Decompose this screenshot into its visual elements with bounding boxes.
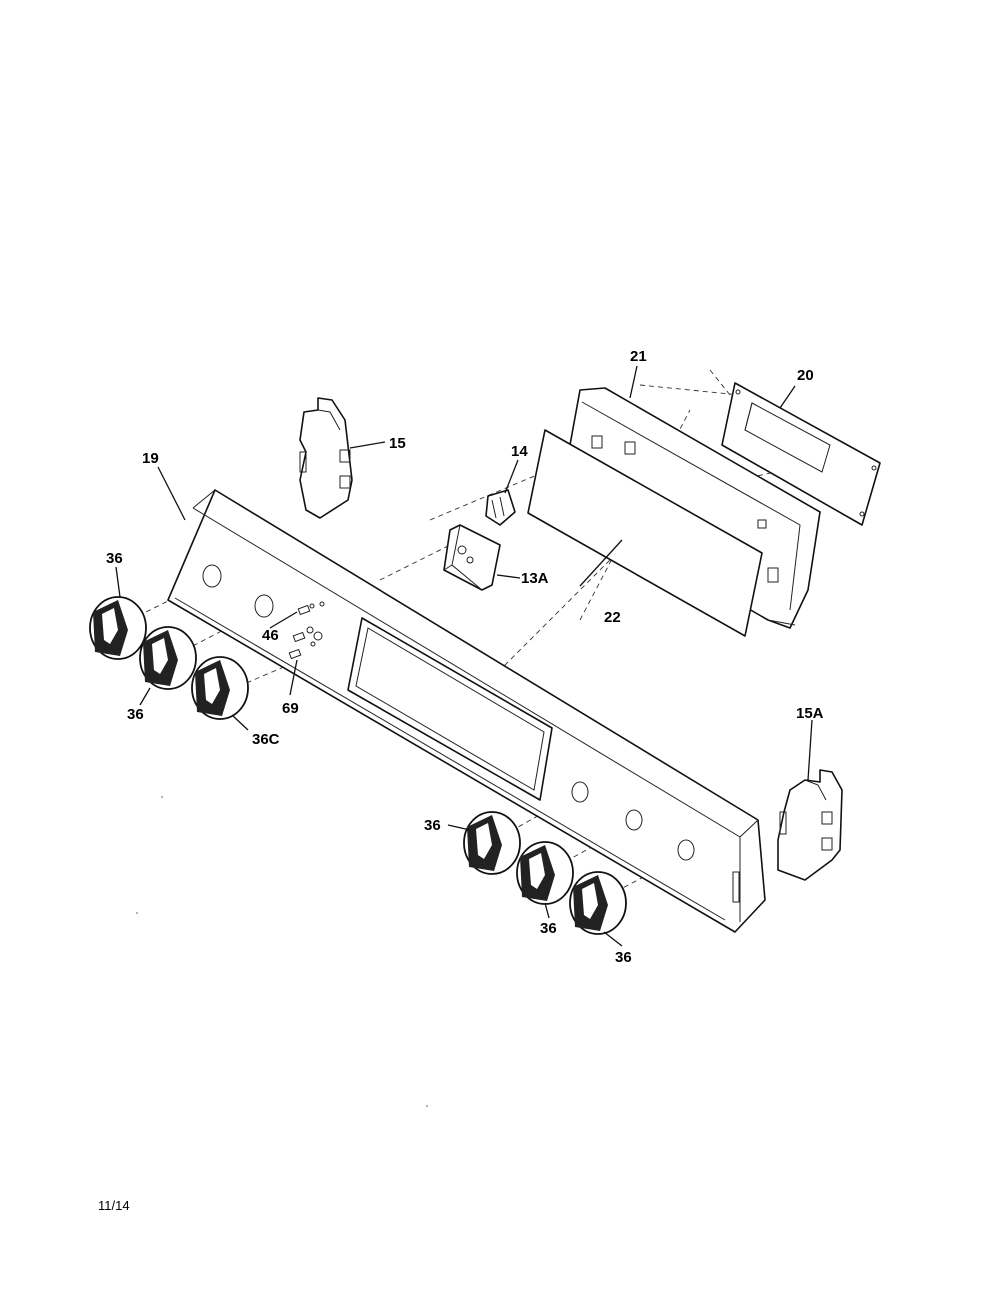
overlay-22	[527, 429, 763, 637]
circuit-board-20	[721, 382, 881, 526]
label-69: 69	[282, 700, 299, 717]
switch-14	[485, 489, 516, 526]
label-13a: 13A	[521, 570, 549, 587]
label-36-a: 36	[106, 550, 123, 567]
label-14: 14	[511, 443, 528, 460]
part-labels: 21 20 15 14 19 36 13A 22 46 36 69 36C 15…	[106, 348, 824, 966]
label-19: 19	[142, 450, 159, 467]
knob-36-right-3	[569, 871, 627, 935]
label-36-e: 36	[615, 949, 632, 966]
label-21: 21	[630, 348, 647, 365]
label-46: 46	[262, 627, 279, 644]
knob-36-right-2	[516, 841, 574, 905]
leader-lines	[115, 365, 813, 947]
switch-13a	[443, 524, 501, 591]
label-36-d: 36	[540, 920, 557, 937]
label-36-c: 36	[424, 817, 441, 834]
knob-36-right-1	[463, 811, 521, 875]
date-code: 11/14	[98, 1198, 130, 1213]
knob-36c	[191, 656, 249, 720]
label-15: 15	[389, 435, 406, 452]
indicator-69	[288, 626, 323, 660]
control-panel-19	[167, 489, 766, 933]
label-36-b: 36	[127, 706, 144, 723]
indicator-light-46	[297, 601, 325, 616]
label-22: 22	[604, 609, 621, 626]
label-15a: 15A	[796, 705, 824, 722]
label-20: 20	[797, 367, 814, 384]
bracket-15a	[777, 769, 843, 881]
specks	[136, 796, 428, 1107]
bracket-15	[299, 397, 353, 519]
knob-36-left-1	[89, 596, 147, 660]
label-36c: 36C	[252, 731, 280, 748]
knob-36-left-2	[139, 626, 197, 690]
